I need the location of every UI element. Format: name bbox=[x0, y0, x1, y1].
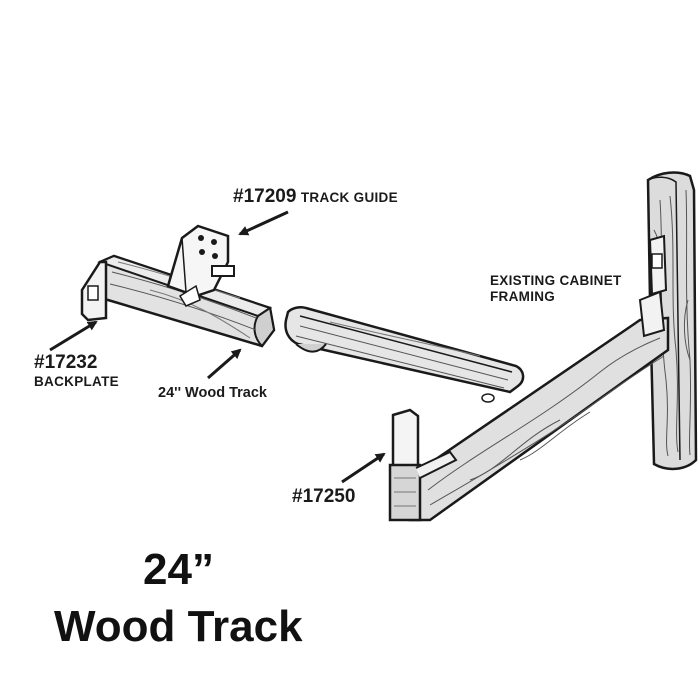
backplate-17232 bbox=[80, 260, 108, 322]
rear-bracket-17250 bbox=[388, 393, 495, 522]
backplate-part-number: #17232 bbox=[34, 352, 98, 373]
wood-track-label: 24'' Wood Track bbox=[158, 385, 267, 401]
track-guide-17209 bbox=[166, 224, 235, 307]
track-guide-label: #17209 TRACK GUIDE bbox=[233, 186, 398, 208]
cabinet-framing-label: EXISTING CABINET FRAMING bbox=[490, 273, 622, 304]
title-name: Wood Track bbox=[54, 602, 303, 651]
track-guide-name: TRACK GUIDE bbox=[300, 190, 398, 205]
arrow-rear-bracket bbox=[341, 452, 386, 484]
rear-bracket-arm bbox=[408, 234, 670, 522]
rear-bracket-part-number: #17250 bbox=[292, 486, 356, 507]
backplate-name: BACKPLATE bbox=[34, 373, 119, 389]
cabinet-framing-line1: EXISTING CABINET bbox=[490, 273, 622, 288]
title-size: 24” bbox=[143, 545, 214, 594]
track-guide-part-number: #17209 bbox=[233, 186, 297, 207]
backplate-label: #17232 BACKPLATE bbox=[34, 352, 119, 389]
arrow-backplate bbox=[49, 320, 98, 352]
arrow-wood-track bbox=[207, 348, 242, 380]
arrow-track-guide bbox=[238, 210, 289, 236]
cabinet-framing-line2: FRAMING bbox=[490, 288, 556, 304]
wood-track-middle bbox=[284, 305, 525, 394]
